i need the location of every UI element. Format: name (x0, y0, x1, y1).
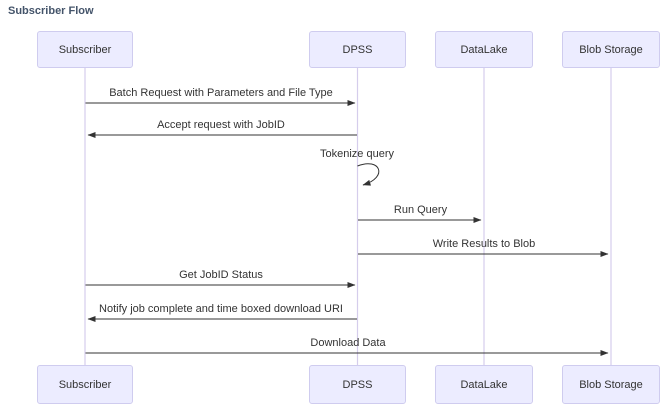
message-label-notify-complete: Notify job complete and time boxed downl… (99, 303, 343, 315)
actor-box-subscriber-bottom: Subscriber (37, 365, 133, 404)
actor-label: Subscriber (58, 43, 112, 56)
message-label-run-query: Run Query (393, 204, 448, 216)
message-label-tokenize-query: Tokenize query (320, 148, 394, 160)
message-label-get-status: Get JobID Status (179, 269, 263, 281)
actor-box-blob-storage-bottom: Blob Storage (562, 365, 660, 404)
message-label-accept-request: Accept request with JobID (157, 119, 285, 131)
actor-label: DataLake (460, 43, 508, 56)
actor-box-datalake-top: DataLake (435, 31, 533, 68)
diagram-title: Subscriber Flow (8, 5, 94, 17)
actor-box-blob-storage-top: Blob Storage (562, 31, 660, 68)
actor-box-subscriber-top: Subscriber (37, 31, 133, 68)
message-label-batch-request: Batch Request with Parameters and File T… (109, 87, 333, 99)
actor-label: DataLake (460, 378, 508, 391)
message-label-download-data: Download Data (310, 337, 386, 349)
actor-label: DPSS (342, 378, 373, 391)
actor-box-datalake-bottom: DataLake (435, 365, 533, 404)
actor-box-dpss-top: DPSS (309, 31, 406, 68)
actor-box-dpss-bottom: DPSS (309, 365, 406, 404)
message-arrow-tokenize-self-loop (357, 163, 380, 186)
actor-label: Subscriber (58, 378, 112, 391)
actor-label: Blob Storage (579, 378, 643, 391)
actor-label: Blob Storage (579, 43, 643, 56)
actor-label: DPSS (342, 43, 373, 56)
message-label-write-results: Write Results to Blob (432, 238, 536, 250)
